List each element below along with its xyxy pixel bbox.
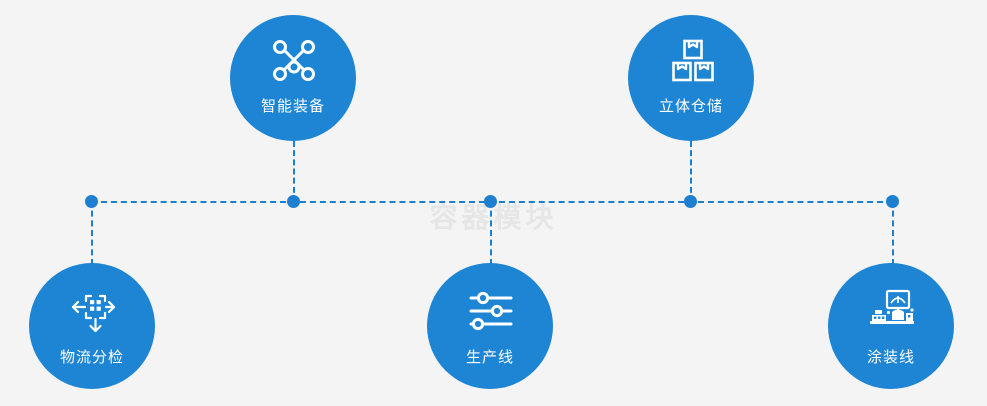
node-label-smart-equipment: 智能装备 [260,97,325,115]
sliders-icon [467,289,513,333]
node-production-line[interactable]: 生产线 [427,263,553,389]
node-label-logistics-sorting: 物流分检 [59,348,124,366]
junction-node-1[interactable] [85,195,98,208]
junction-node-5[interactable] [886,195,899,208]
junction-node-3[interactable] [484,195,497,208]
node-label-stereo-warehouse: 立体仓储 [658,97,723,115]
branch-line-stereo-warehouse [690,141,692,202]
node-smart-equipment[interactable]: 智能装备 [230,15,356,141]
stacked-boxes-icon [668,38,714,82]
node-painting-line[interactable]: 涂装线 [828,263,954,389]
node-logistics-sorting[interactable]: 物流分检 [29,263,155,389]
network-nodes-icon [270,38,316,82]
branch-line-production-line [490,201,492,265]
node-label-painting-line: 涂装线 [866,348,915,366]
sorting-arrows-icon [69,289,116,333]
node-label-production-line: 生产线 [465,348,514,366]
branch-line-logistics-sorting [91,201,93,265]
node-stereo-warehouse[interactable]: 立体仓储 [628,15,754,141]
branch-line-painting-line [892,201,894,265]
junction-node-2[interactable] [287,195,300,208]
factory-monitor-icon [868,289,914,333]
junction-node-4[interactable] [684,195,697,208]
branch-line-smart-equipment [293,141,295,202]
